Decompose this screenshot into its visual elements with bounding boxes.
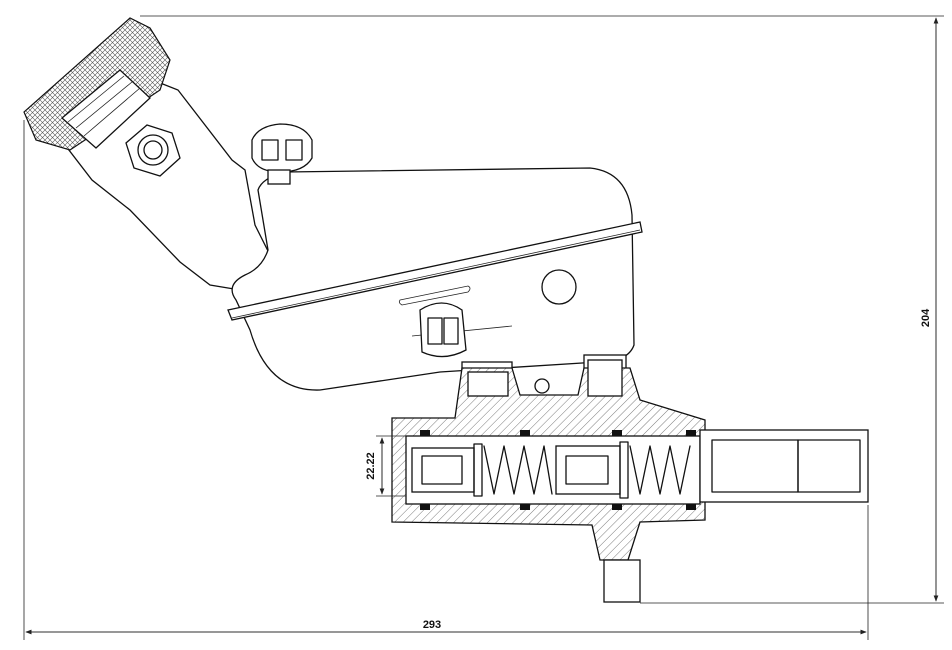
bore-dimension-label: 22.22 — [365, 452, 377, 480]
dimension-bore: 22.22 — [365, 435, 406, 497]
length-dimension-label: 293 — [423, 619, 441, 631]
height-dimension-label: 204 — [920, 308, 932, 327]
primary-piston — [411, 443, 483, 497]
hex-nut-icon — [125, 124, 181, 177]
dimension-height: 204 — [140, 15, 944, 604]
secondary-spring — [629, 445, 691, 495]
fluid-reservoir — [51, 74, 643, 403]
reservoir-connector — [419, 302, 467, 358]
secondary-piston — [555, 441, 629, 499]
primary-spring — [483, 445, 553, 495]
dimension-length: 293 — [23, 120, 869, 640]
seals — [420, 430, 696, 510]
filler-cap — [23, 17, 171, 151]
level-sensor-connector — [251, 123, 313, 185]
